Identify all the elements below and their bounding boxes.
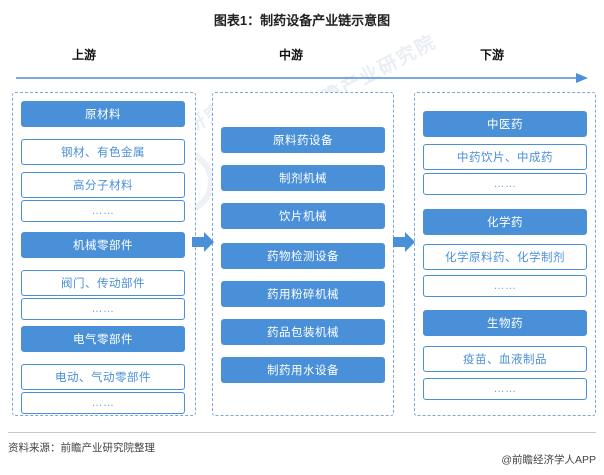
column-upstream: 原材料钢材、有色金属高分子材料……机械零部件阀门、传动部件……电气零部件电动、气… [12, 92, 196, 416]
node-downstream-7: 疫苗、血液制品 [423, 346, 587, 372]
node-upstream-5: 阀门、传动部件 [21, 270, 185, 296]
node-upstream-9: …… [21, 392, 185, 414]
footer-divider [8, 432, 596, 433]
node-upstream-3: …… [21, 200, 185, 222]
node-downstream-5: …… [423, 275, 587, 297]
node-midstream-3: 药物检测设备 [221, 243, 385, 269]
node-midstream-4: 药用粉碎机械 [221, 281, 385, 307]
node-midstream-2: 饮片机械 [221, 203, 385, 229]
node-upstream-2: 高分子材料 [21, 172, 185, 198]
node-downstream-2: …… [423, 173, 587, 195]
node-upstream-7: 电气零部件 [21, 326, 185, 352]
page-title: 图表1：制药设备产业链示意图 [213, 13, 391, 28]
connector-arrow-upstream-to-midstream-icon [192, 232, 214, 252]
stage-label-midstream: 中游 [279, 48, 304, 62]
node-downstream-8: …… [423, 378, 587, 400]
column-downstream: 中医药中药饮片、中成药 …… 化学药化学原料药、化学制剂 …… 生物药疫苗、血液制品 …… [414, 92, 596, 416]
node-downstream-1: 中药饮片、中成药 [423, 144, 587, 170]
stage-label-upstream: 上游 [72, 48, 97, 62]
node-midstream-5: 药品包装机械 [221, 319, 385, 345]
node-upstream-1: 钢材、有色金属 [21, 139, 185, 165]
node-upstream-6: …… [21, 298, 185, 320]
node-upstream-8: 电动、气动零部件 [21, 364, 185, 390]
node-midstream-1: 制剂机械 [221, 165, 385, 191]
brand-note: @前瞻经济学人APP [501, 454, 596, 466]
connector-arrow-midstream-to-downstream-icon [393, 232, 415, 252]
node-downstream-4: 化学原料药、化学制剂 [423, 244, 587, 270]
source-note: 资料来源：前瞻产业研究院整理 [8, 442, 155, 454]
column-midstream: 原料药设备制剂机械饮片机械药物检测设备药用粉碎机械药品包装机械制药用水设备 [212, 92, 394, 416]
node-midstream-0: 原料药设备 [221, 127, 385, 153]
node-midstream-6: 制药用水设备 [221, 357, 385, 383]
flow-arrow-icon [16, 73, 588, 83]
stage-label-downstream: 下游 [480, 48, 505, 62]
node-upstream-0: 原材料 [21, 101, 185, 127]
node-upstream-4: 机械零部件 [21, 232, 185, 258]
node-downstream-0: 中医药 [423, 111, 587, 137]
node-downstream-3: 化学药 [423, 209, 587, 235]
node-downstream-6: 生物药 [423, 310, 587, 336]
